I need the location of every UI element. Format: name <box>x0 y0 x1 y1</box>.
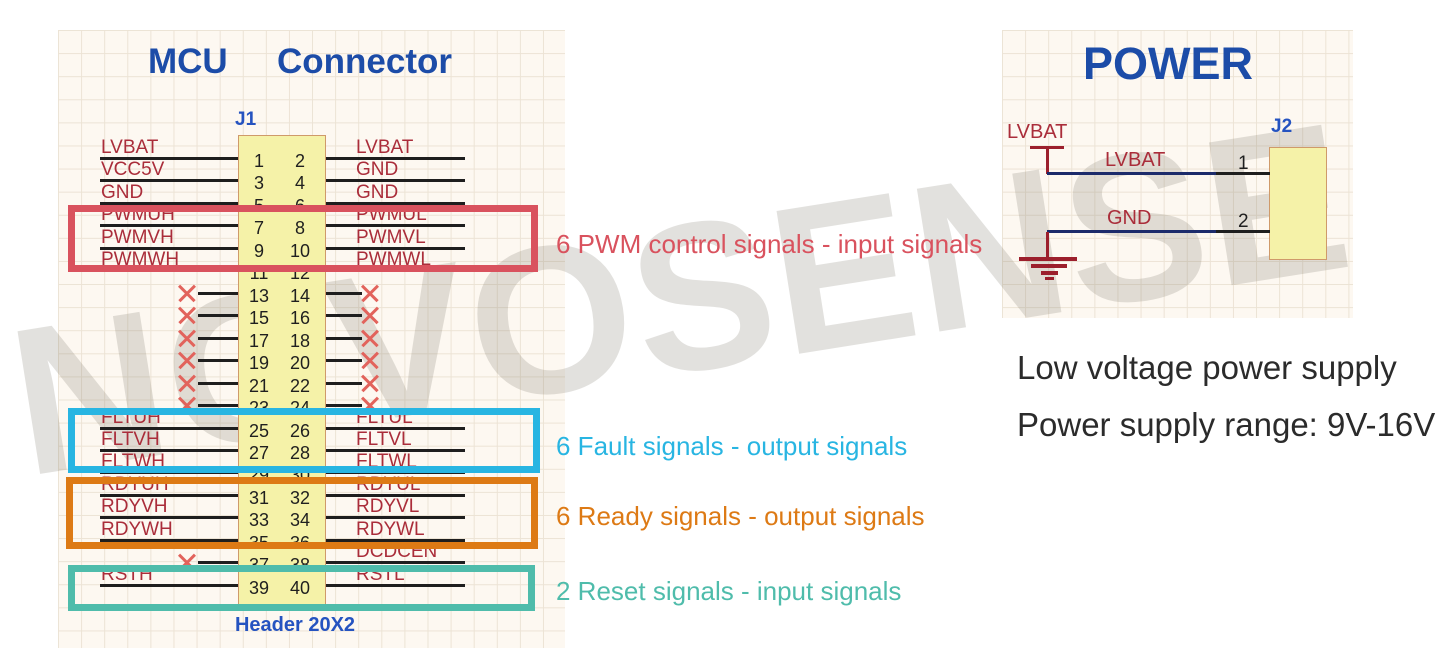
power-port-stem <box>1046 146 1049 174</box>
mcu-connector-title-word2: Connector <box>277 42 452 81</box>
wire-lvbat <box>1047 172 1216 175</box>
mcu-connector-title-word1: MCU <box>148 42 228 81</box>
footprint-label: Header 20X2 <box>234 614 356 636</box>
connector-j1-body <box>238 135 326 608</box>
net-label-lvbat: LVBAT <box>1105 149 1166 171</box>
designator-j1: J1 <box>235 109 257 130</box>
pin1-stub <box>1216 172 1270 175</box>
reset-annotation: 2 Reset signals - input signals <box>556 576 902 606</box>
ground-bar-4 <box>1045 277 1054 280</box>
ready-annotation: 6 Ready signals - output signals <box>556 501 925 531</box>
ground-bar-2 <box>1031 264 1067 268</box>
ground-icon <box>1046 232 1049 258</box>
fault-annotation: 6 Fault signals - output signals <box>556 431 908 461</box>
ground-bar-1 <box>1019 257 1077 261</box>
power-net-label-lvbat: LVBAT <box>1007 121 1068 143</box>
net-label-gnd: GND <box>1107 207 1152 229</box>
pin-number-1: 1 <box>1238 153 1249 174</box>
power-note-line2: Power supply range: 9V-16V <box>1017 406 1436 443</box>
wire-gnd <box>1047 230 1216 233</box>
ground-bar-3 <box>1041 271 1058 275</box>
designator-j2: J2 <box>1271 116 1293 137</box>
power-title: POWER <box>1083 38 1254 89</box>
connector-j2-body <box>1269 147 1327 260</box>
pin2-stub <box>1216 230 1270 233</box>
pin-number-2: 2 <box>1238 211 1249 232</box>
power-note-line1: Low voltage power supply <box>1017 349 1397 386</box>
